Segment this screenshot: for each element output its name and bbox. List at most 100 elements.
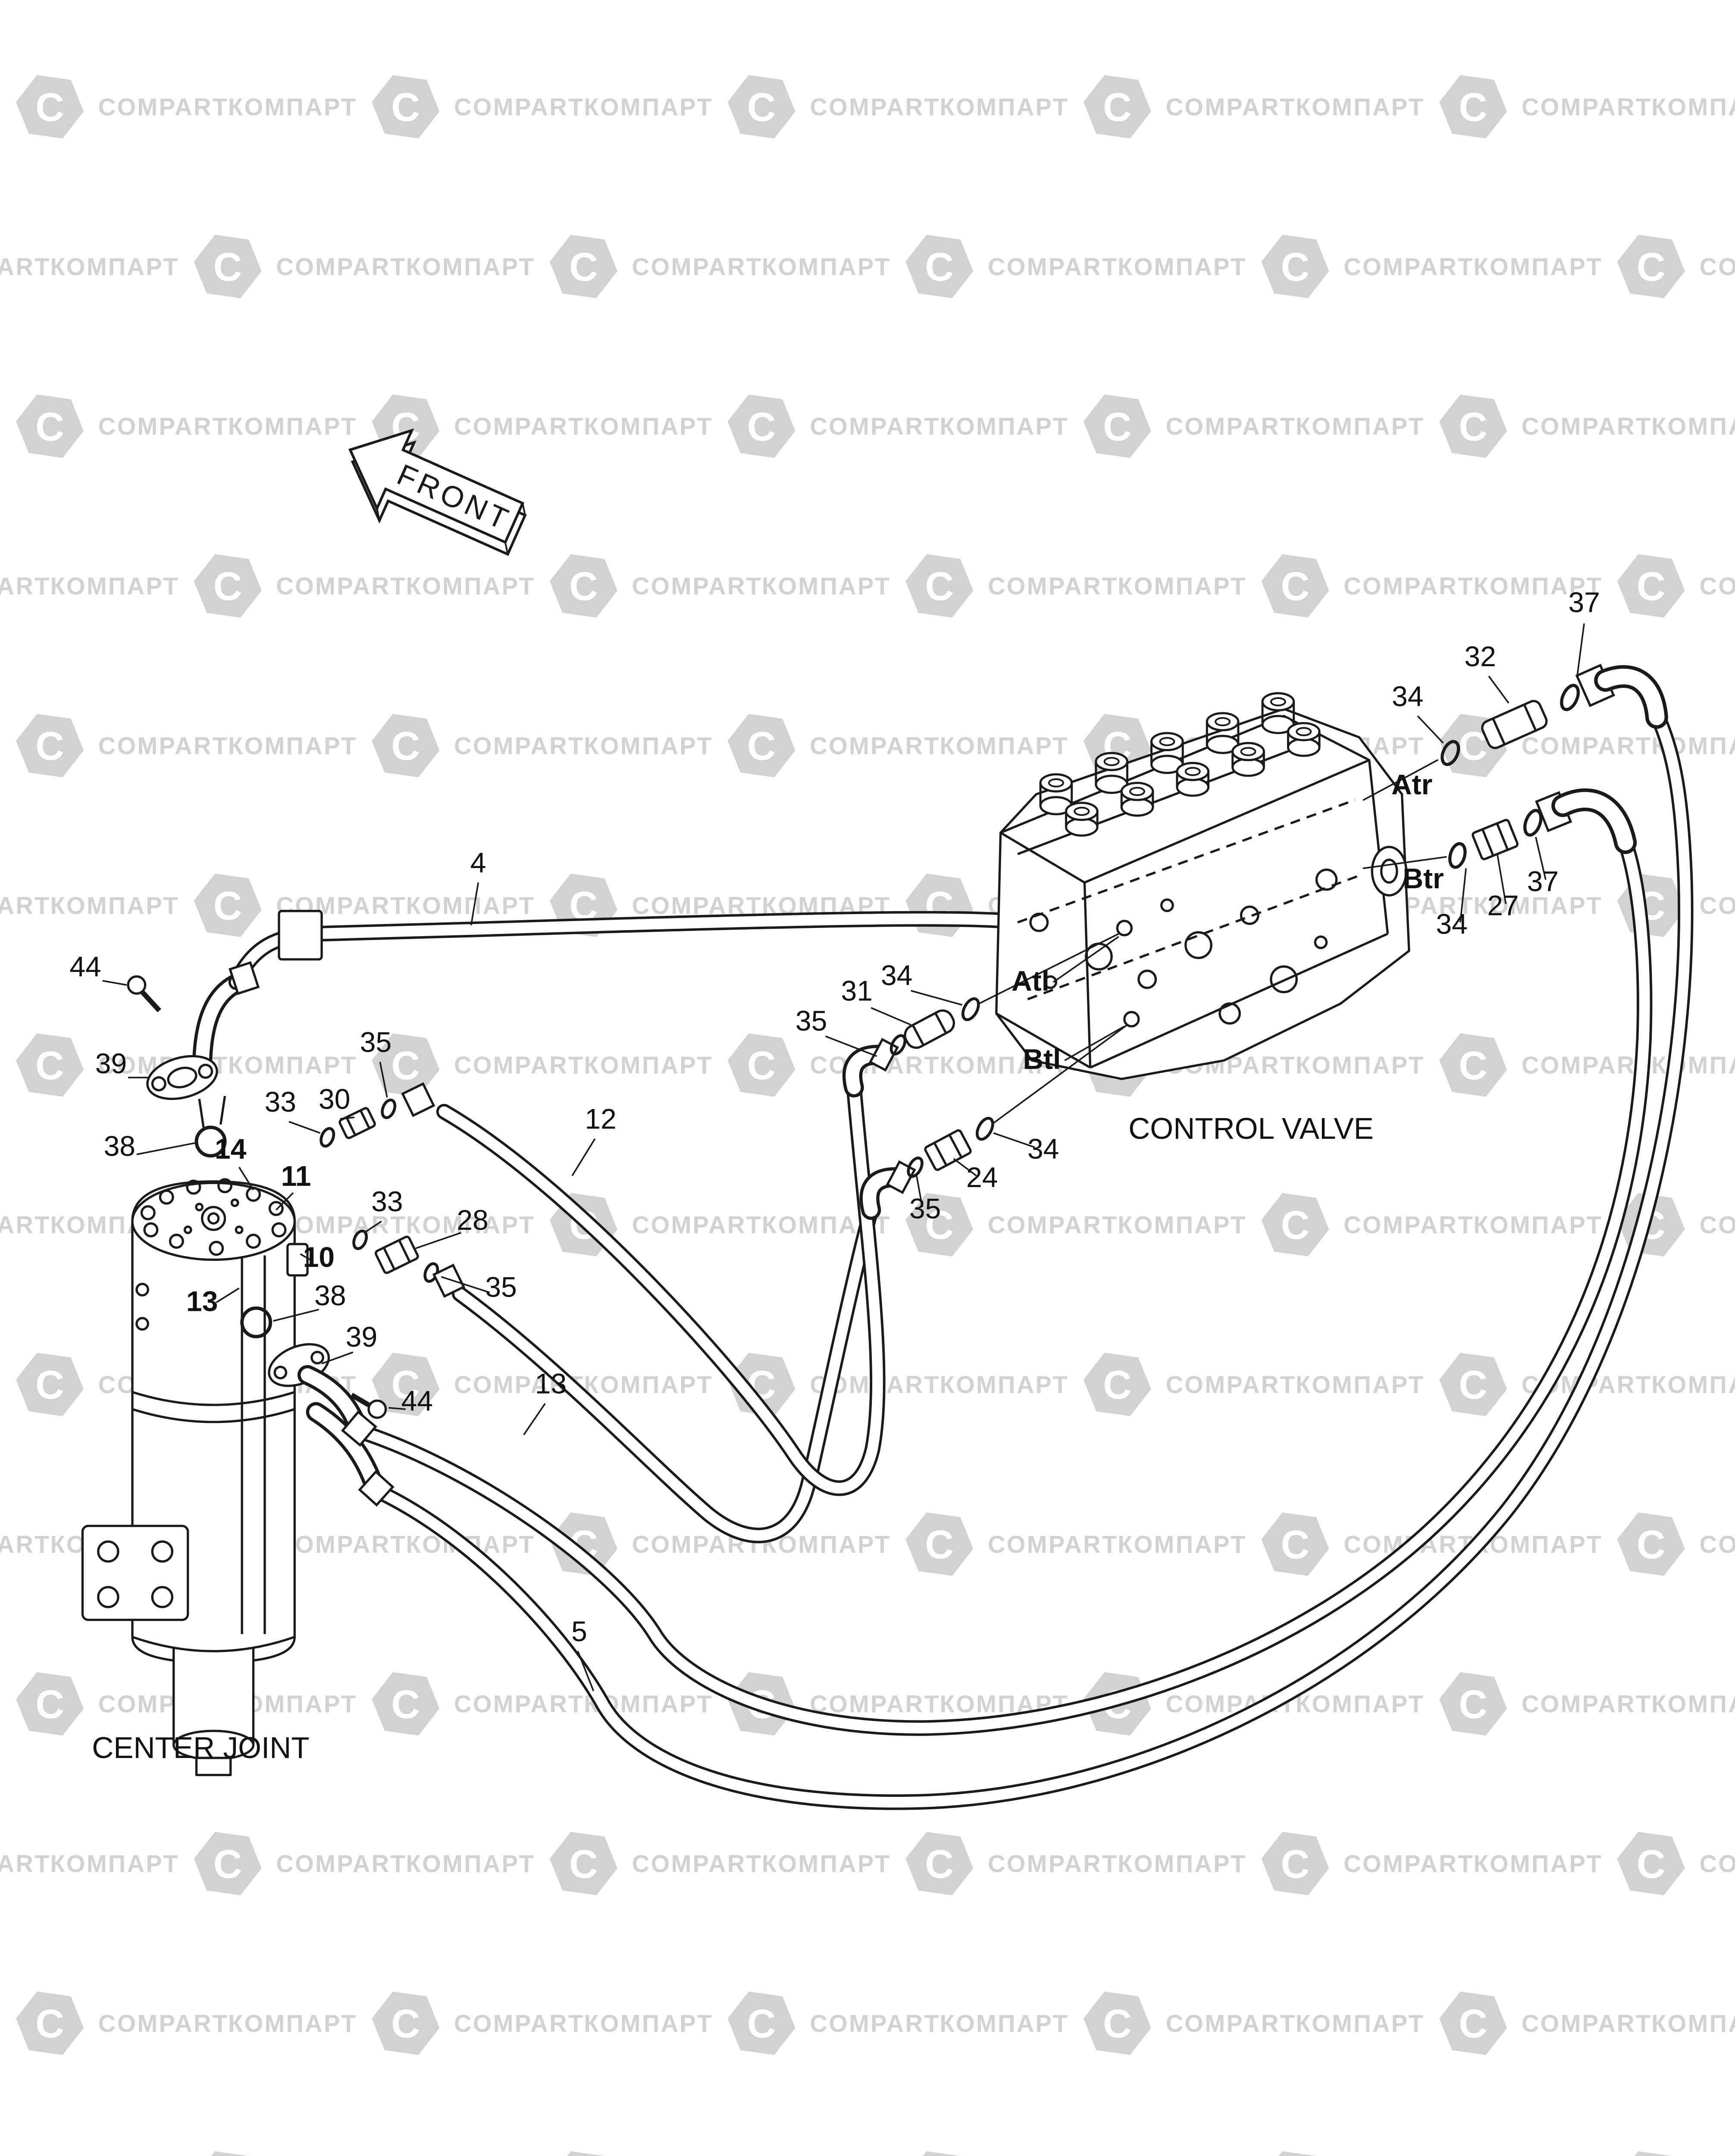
watermark-hex-letter: C xyxy=(1281,1203,1310,1247)
watermark-hex-logo xyxy=(1083,1991,1151,2055)
fitting-chain-swivel-mid xyxy=(352,1229,466,1298)
joint-top-cap xyxy=(131,1181,296,1261)
watermark-hex-letter: C xyxy=(35,85,64,130)
callout-13-29: 13 xyxy=(186,1285,218,1317)
valve-cap xyxy=(1261,692,1295,734)
callout-44-33: 44 xyxy=(401,1385,432,1416)
watermark-hex-letter: C xyxy=(213,564,242,609)
callout-btr-4: Btr xyxy=(1403,862,1444,894)
watermark-text-latin: COMPART xyxy=(810,93,940,120)
callout-5-35: 5 xyxy=(571,1615,587,1647)
watermark-text-cyrillic: КОМПАРТ xyxy=(1473,892,1603,919)
watermark-hex-letter: C xyxy=(1637,564,1666,609)
watermark-text-latin: COMPART xyxy=(988,1531,1118,1558)
valve-port-atl xyxy=(1116,920,1133,937)
watermark-hex-letter: C xyxy=(925,1203,954,1247)
watermark-hex-logo xyxy=(727,714,795,777)
watermark-text-latin: COMPART xyxy=(454,732,585,759)
watermark-hex-letter: C xyxy=(35,404,64,449)
watermark-text-latin: COMPART xyxy=(1166,93,1297,120)
watermark-hex-logo xyxy=(727,394,795,458)
watermark-text-latin: COMPART xyxy=(98,2010,229,2037)
watermark-hex-logo xyxy=(1083,394,1151,458)
watermark-hex-logo xyxy=(1261,1193,1329,1257)
center-joint xyxy=(81,975,387,1777)
callout-leader-btl-21 xyxy=(1064,1025,1125,1061)
watermark-hex-letter: C xyxy=(391,1363,420,1407)
callout-leader-13-34 xyxy=(523,1403,546,1435)
watermark-hex-logo xyxy=(1617,1512,1685,1576)
watermark-text-cyrillic: КОМПАРТ xyxy=(1118,1531,1247,1558)
watermark-hex-logo xyxy=(549,1512,617,1576)
callout-leader-34-2 xyxy=(1417,715,1444,744)
callout-33-27: 33 xyxy=(371,1185,403,1217)
swivel-hose-elbows xyxy=(297,1365,395,1507)
callout-33-14: 33 xyxy=(265,1086,296,1118)
valve-cap xyxy=(1095,752,1128,794)
watermark-text-latin: COMPART xyxy=(988,573,1118,600)
watermark-hex-logo xyxy=(372,1672,440,1736)
watermark-hex-logo xyxy=(16,1991,84,2055)
watermark-hex-letter: C xyxy=(1281,244,1310,289)
watermark-hex-logo xyxy=(372,714,440,777)
callout-37-7: 37 xyxy=(1527,865,1559,897)
watermark-text-latin: COMPART xyxy=(988,1211,1118,1238)
watermark-text-cyrillic: КОМПАРТ xyxy=(50,1850,179,1877)
callout-24-22: 24 xyxy=(966,1161,998,1193)
watermark-text-cyrillic: КОМПАРТ xyxy=(584,1052,713,1079)
watermark-text-cyrillic: КОМПАРТ xyxy=(584,732,713,759)
fitting-32 xyxy=(1481,700,1548,749)
watermark-text-latin: COMPART xyxy=(0,892,51,919)
watermark-text-latin: COMPART xyxy=(632,1211,763,1238)
callout-44-9: 44 xyxy=(69,951,101,983)
hoses xyxy=(192,706,1694,1810)
callout-35-24: 35 xyxy=(909,1193,941,1225)
watermark-text-latin: COMPART xyxy=(0,1531,51,1558)
watermark-text-cyrillic: КОМПАРТ xyxy=(228,2010,357,2037)
callout-37-0: 37 xyxy=(1568,586,1600,618)
callout-leader-atl-19 xyxy=(1052,936,1119,983)
watermark-text-latin: COMPART xyxy=(1344,573,1474,600)
fitting-31 xyxy=(904,1009,955,1049)
hose-4-fittings xyxy=(229,910,323,995)
watermark-text-latin: COMPART xyxy=(1699,253,1735,280)
watermark-hex-logo xyxy=(1439,75,1507,139)
callout-leader-35-31 xyxy=(441,1276,490,1294)
watermark-text-cyrillic: КОМПАРТ xyxy=(1296,2010,1425,2037)
valve-caps xyxy=(1039,692,1321,837)
watermark-hex-logo xyxy=(16,75,84,139)
bolt-44-bottom xyxy=(350,1393,387,1419)
watermark-hex-letter: C xyxy=(747,1043,776,1088)
callout-leader-28-28 xyxy=(415,1232,462,1249)
watermark-hex-letter: C xyxy=(1459,2001,1488,2046)
fitting-chain-atl xyxy=(842,997,980,1098)
watermark-text-latin: COMPART xyxy=(1522,2010,1652,2037)
hose-btr-run xyxy=(345,835,1653,1736)
callout-35-20: 35 xyxy=(795,1005,827,1037)
fitting-24 xyxy=(924,1129,972,1171)
fitting-chain-swivel-top xyxy=(319,1082,435,1148)
watermark-text-cyrillic: КОМПАРТ xyxy=(1651,1371,1735,1398)
callout-35-16: 35 xyxy=(360,1026,391,1058)
fitting-27 xyxy=(1472,819,1519,860)
watermark-text-latin: COMPART xyxy=(1699,1531,1735,1558)
watermark-hex-letter: C xyxy=(1459,1682,1488,1727)
watermark-text-latin: COMPART xyxy=(632,1850,763,1877)
watermark-text-latin: COMPART xyxy=(810,2010,940,2037)
callout-btl-21: Btl xyxy=(1023,1043,1061,1075)
hose-nut xyxy=(341,1410,377,1447)
fitting-chain-atr xyxy=(1362,664,1668,801)
watermark-text-cyrillic: КОМПАРТ xyxy=(0,1371,1,1398)
